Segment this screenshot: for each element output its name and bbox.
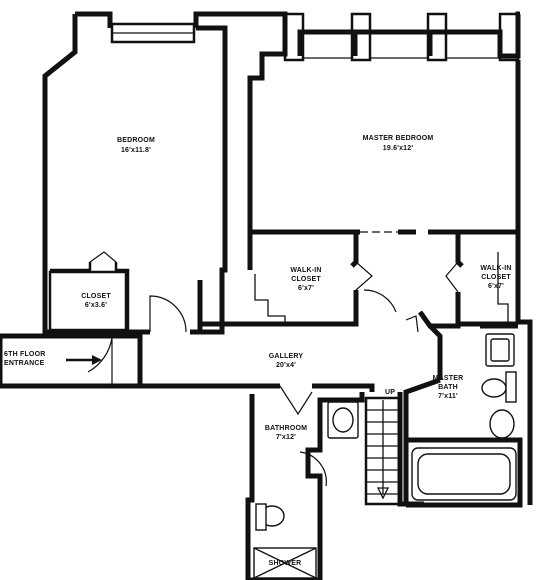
room-labels: BEDROOM 16'x11.8' MASTER BEDROOM 19.6'x1…	[4, 135, 511, 567]
staircase	[364, 396, 402, 506]
master-bath-toilet	[481, 378, 507, 398]
bathroom-label: BATHROOM	[265, 425, 307, 432]
master-bath-label: MASTER	[433, 375, 464, 382]
bedroom-size: 16'x11.8'	[121, 147, 151, 154]
master-bedroom-size: 19.6'x12'	[383, 145, 414, 152]
master-bedroom-label: MASTER BEDROOM	[363, 135, 434, 142]
bedroom-label: BEDROOM	[117, 137, 155, 144]
master-bath-basin	[489, 409, 515, 439]
walkin-right-size: 6'x7'	[488, 283, 504, 290]
gallery-size: 20'x4'	[276, 362, 296, 369]
closet-label: CLOSET	[81, 293, 111, 300]
shower-label: SHOWER	[269, 560, 302, 567]
master-bath-label2: BATH	[438, 384, 458, 391]
walkin-left-label2: CLOSET	[291, 276, 321, 283]
bathroom-size: 7'x12'	[276, 434, 296, 441]
walkin-right-label2: CLOSET	[481, 274, 511, 281]
master-bath-size: 7'x11'	[438, 393, 458, 400]
fixtures	[66, 333, 517, 579]
doors	[87, 251, 459, 487]
walkin-right-label: WALK-IN	[480, 265, 511, 272]
stairs-up-label: UP	[385, 389, 395, 396]
entrance-label-line2: ENTRANCE	[4, 360, 45, 367]
gallery-label: GALLERY	[269, 353, 304, 360]
walkin-left-label: WALK-IN	[290, 267, 321, 274]
entrance-label-line1: 6TH FLOOR	[4, 351, 45, 358]
closet-size: 6'x3.6'	[85, 302, 107, 309]
walkin-left-size: 6'x7'	[298, 285, 314, 292]
